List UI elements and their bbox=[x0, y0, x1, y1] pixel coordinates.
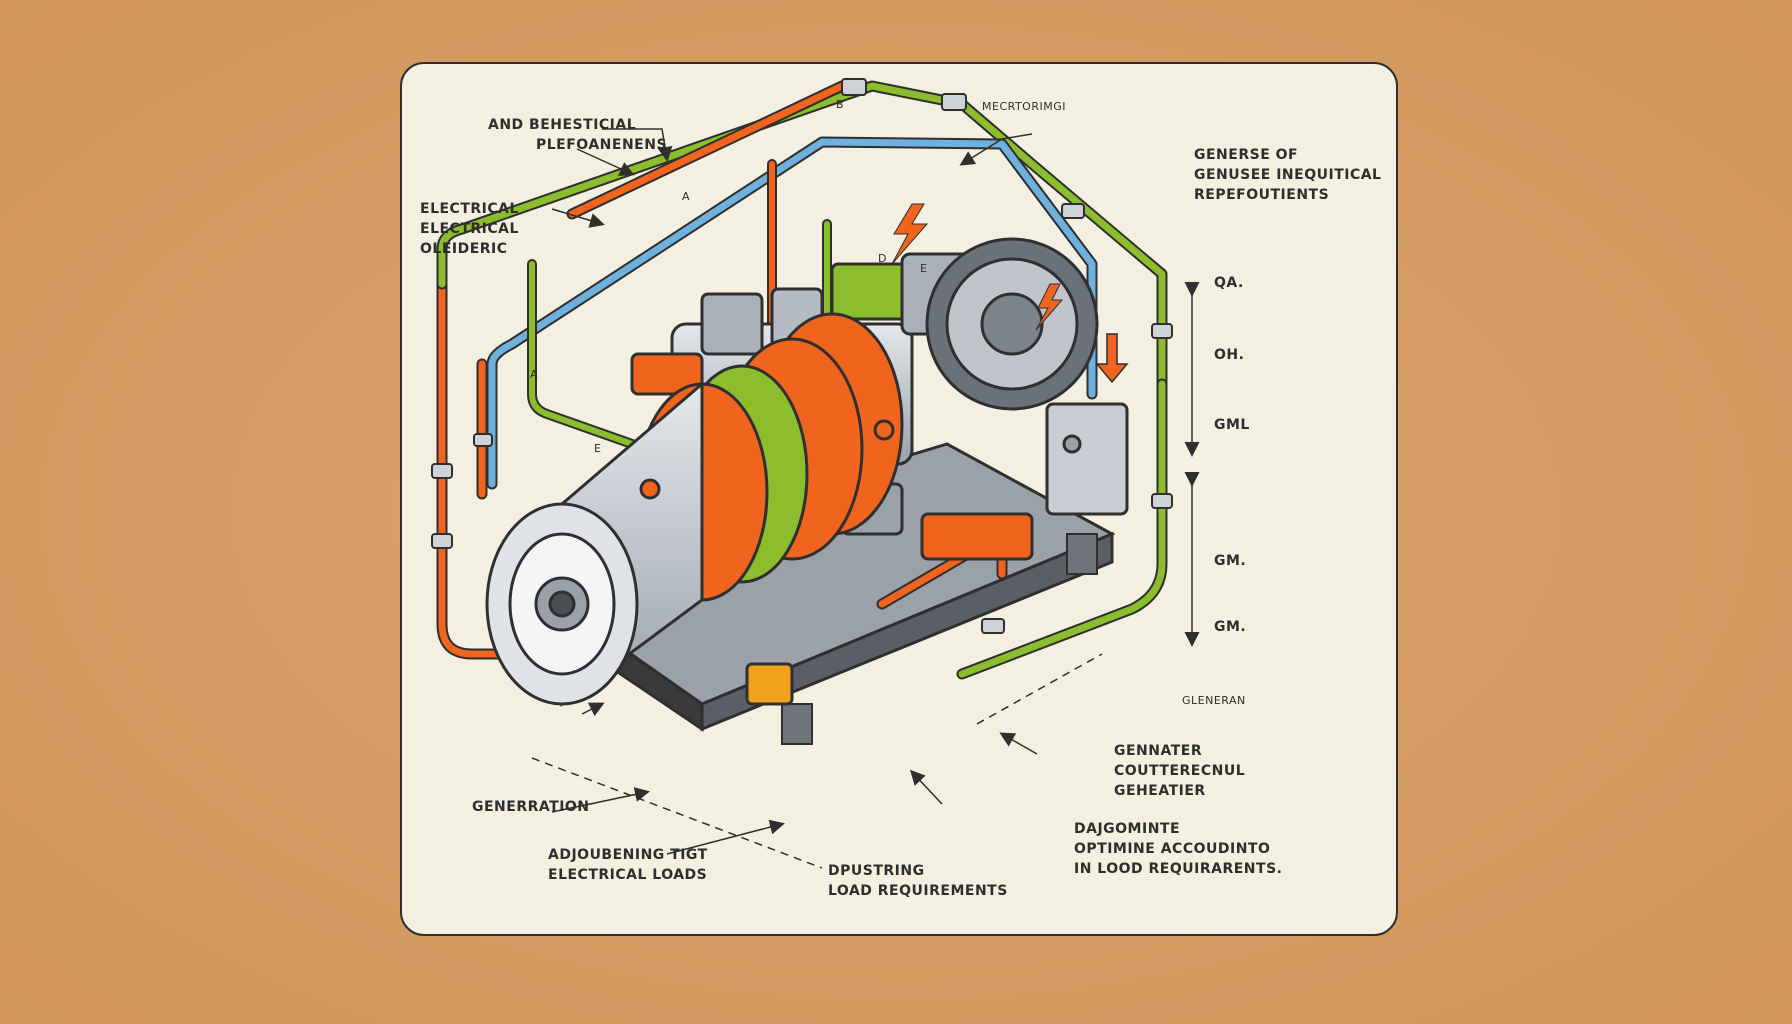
label-left-a: A bbox=[530, 368, 539, 381]
label-top-right-2: GENUSEE INEQUITICAL bbox=[1194, 167, 1382, 183]
label-bottom-right-2: COUTTERECNUL bbox=[1114, 763, 1246, 779]
label-bottom-far-right-2: OPTIMINE ACCOUDINTO bbox=[1074, 841, 1271, 857]
label-bottom-mid-1: ADJOUBENING TIGT bbox=[548, 847, 708, 863]
label-left-3: OLEIDERIC bbox=[420, 241, 508, 257]
label-bottom-center-1: DPUSTRING bbox=[828, 863, 925, 879]
label-mid-e: E bbox=[920, 262, 928, 275]
label-right-qa: QA. bbox=[1214, 275, 1244, 291]
label-right-gm-2: GM. bbox=[1214, 619, 1247, 635]
label-bottom-far-right-3: IN LOOD REQUIRARENTS. bbox=[1074, 861, 1283, 877]
callout-arrows bbox=[531, 128, 1103, 869]
pipe-clamps bbox=[431, 78, 1173, 634]
label-bottom-center-2: LOAD REQUIREMENTS bbox=[828, 883, 1008, 899]
label-top-left-2: PLEFOANENENS bbox=[536, 137, 668, 153]
label-left-2: ELECTRICAL bbox=[420, 221, 519, 237]
label-bottom-right-3: GEHEATIER bbox=[1114, 783, 1206, 799]
label-top-small-b: B bbox=[836, 98, 845, 111]
label-top-right-1: GENERSE OF bbox=[1194, 147, 1299, 163]
label-right-gm-1: GM. bbox=[1214, 553, 1247, 569]
label-bottom-mid-2: ELECTRICAL LOADS bbox=[548, 867, 708, 883]
alternator bbox=[485, 312, 904, 707]
label-mid-d: D bbox=[878, 252, 887, 265]
label-right-small: Gleneran bbox=[1182, 694, 1246, 707]
diagram-card: AND BEHESTICIAL PLEFOANENENS B A Mecrtor… bbox=[400, 62, 1398, 936]
arrow-icon bbox=[1095, 333, 1129, 384]
generator-illustration bbox=[431, 78, 1200, 869]
lightning-bolt-icon bbox=[891, 203, 929, 265]
label-right-gml: GML bbox=[1214, 417, 1250, 433]
pipes bbox=[436, 80, 1168, 680]
label-top-left-1: AND BEHESTICIAL bbox=[488, 117, 637, 133]
label-top-right-3: REPEFOUTIENTS bbox=[1194, 187, 1330, 203]
label-left-e: E bbox=[594, 442, 602, 455]
label-right-oh: OH. bbox=[1214, 347, 1245, 363]
label-top-center-small: Mecrtorimgi bbox=[982, 100, 1066, 113]
label-bottom-left: GENERRATION bbox=[472, 799, 590, 815]
label-top-small-a: A bbox=[682, 190, 691, 203]
label-left-1: ELECTRICAL bbox=[420, 201, 519, 217]
label-bottom-far-right-1: DAJGOMINTE bbox=[1074, 821, 1181, 837]
label-bottom-right-1: GENNATER bbox=[1114, 743, 1203, 759]
lightning-bolt-icon bbox=[1035, 283, 1064, 331]
